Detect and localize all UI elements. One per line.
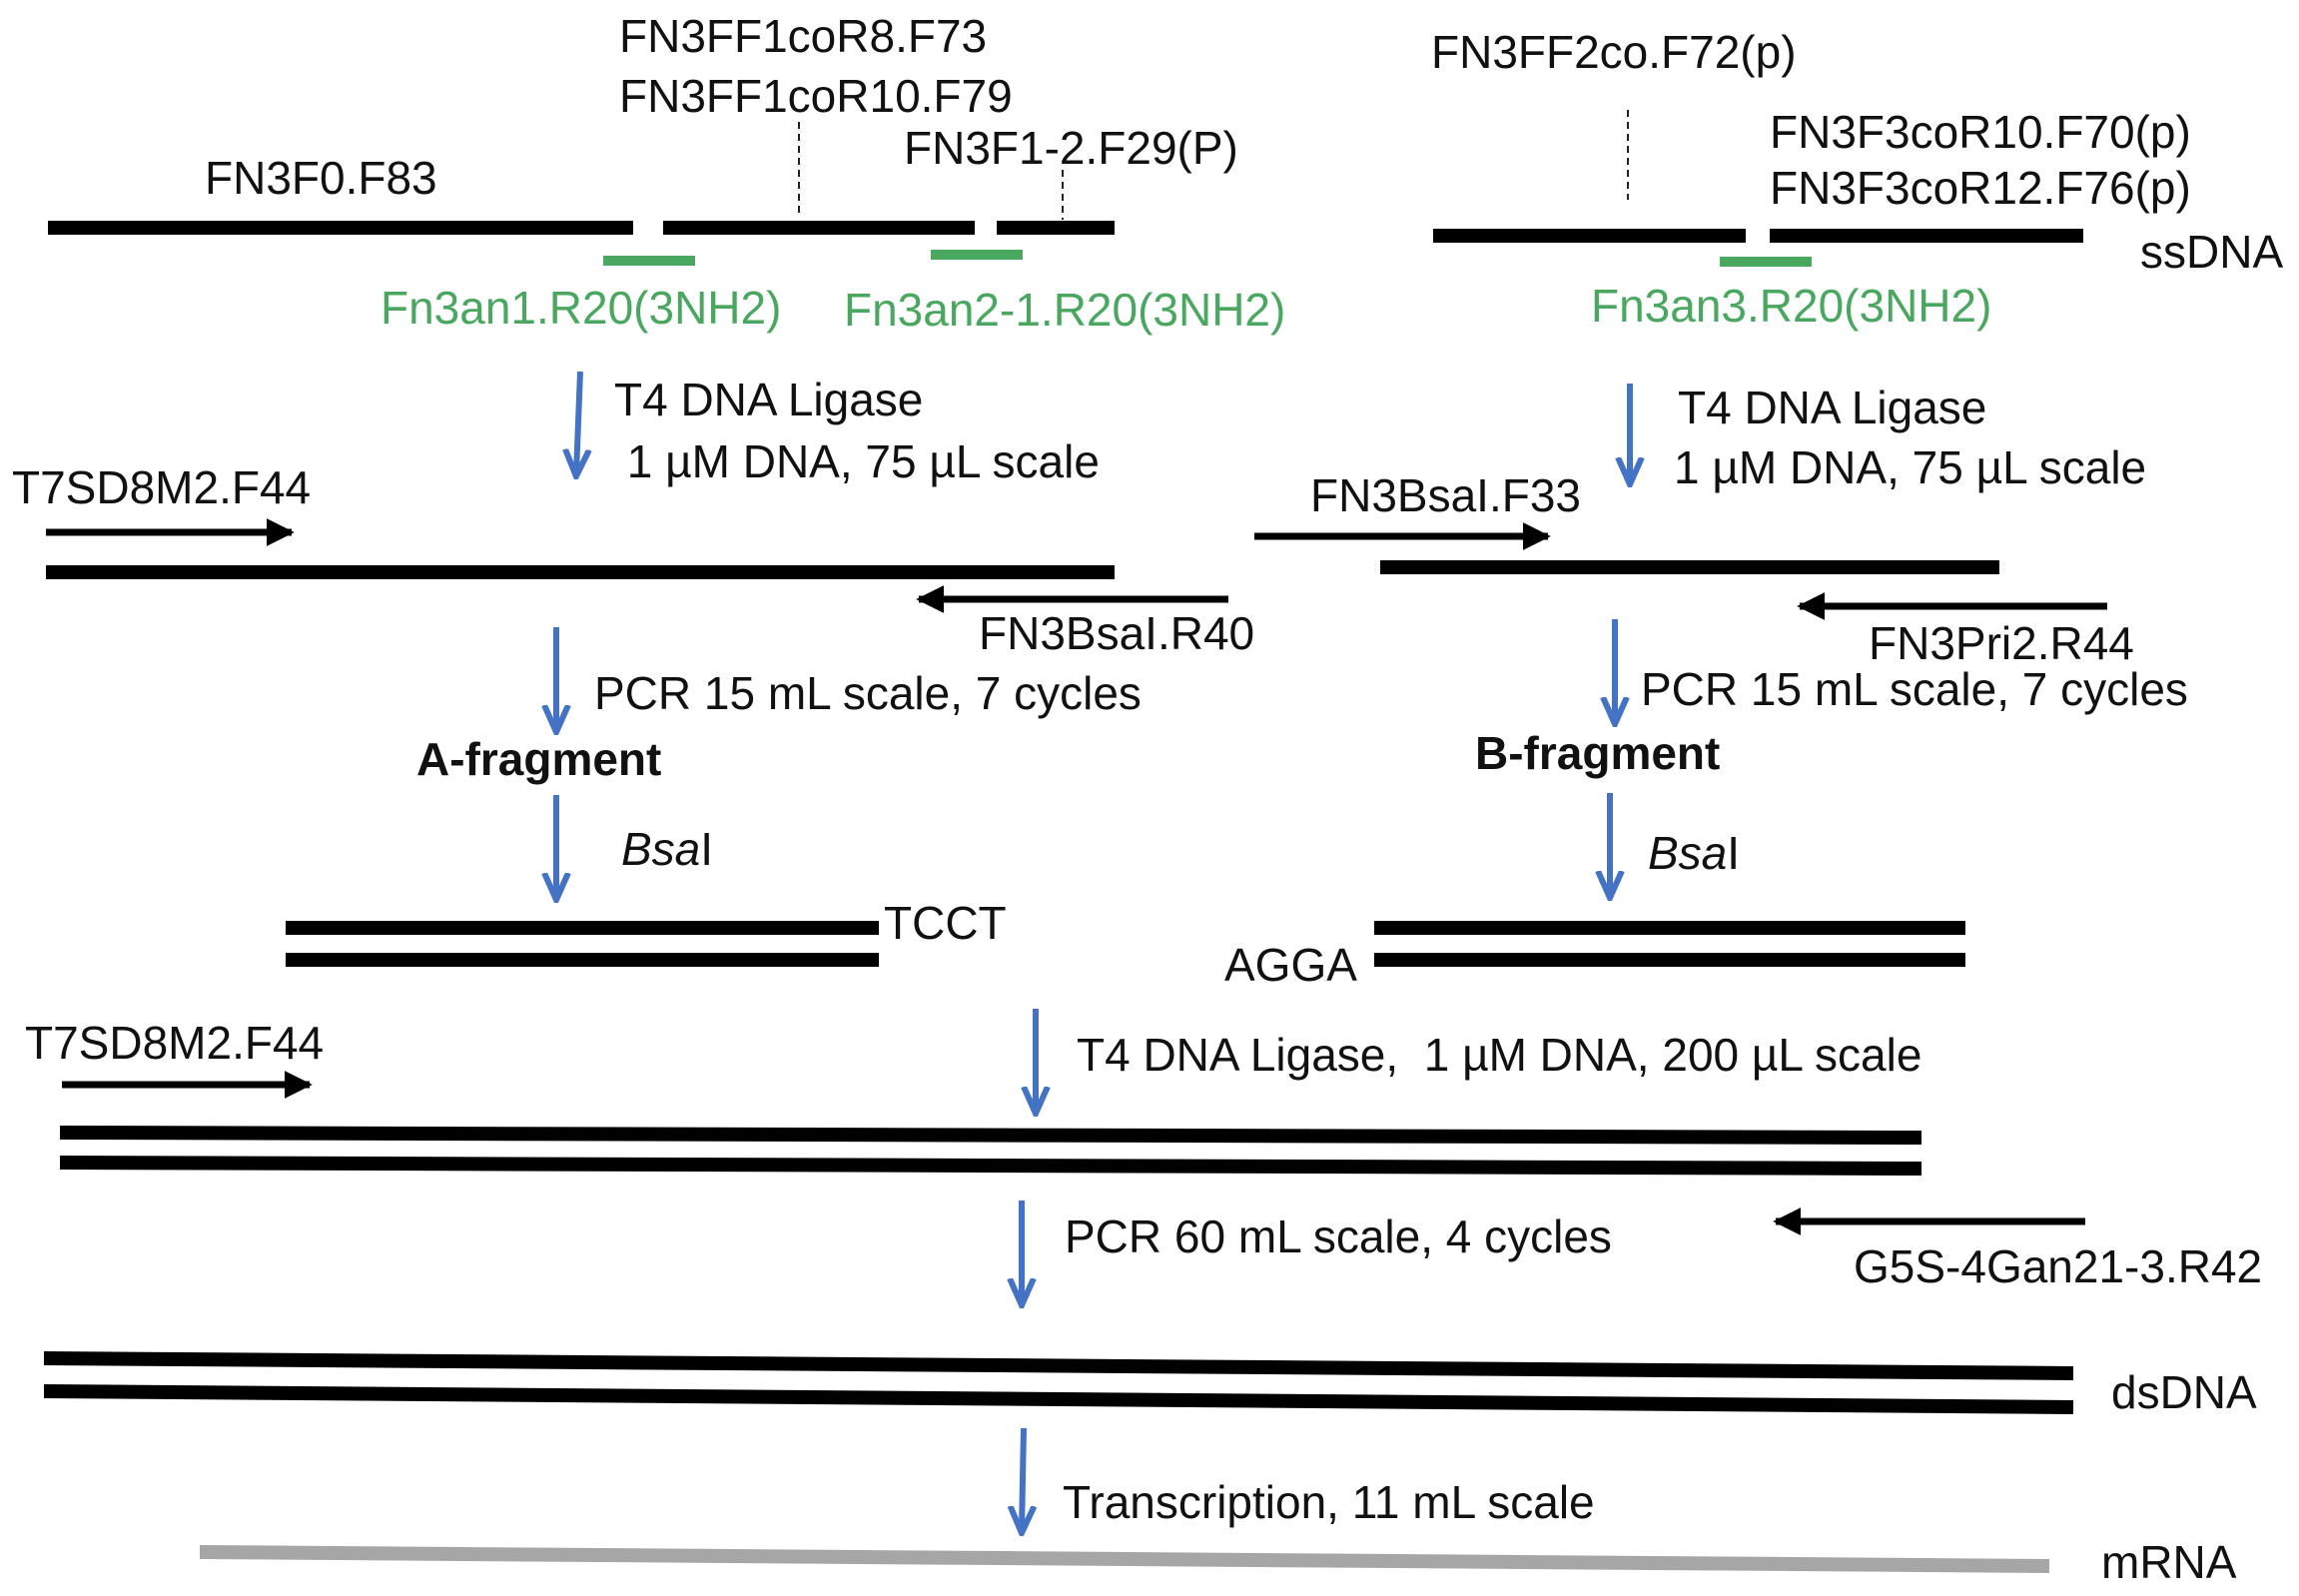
label-splint-1: Fn3an1.R20(3NH2) (381, 282, 781, 334)
enzyme-suffix-b: I (1727, 827, 1740, 879)
label-fn3f1-2: FN3F1-2.F29(P) (904, 122, 1238, 174)
final-ligation-conditions: T4 DNA Ligase, 1 µM DNA, 200 µL scale (1077, 1029, 1921, 1081)
label-fn3pri2-r44: FN3Pri2.R44 (1869, 617, 2134, 669)
ligation-a-line2: 1 µM DNA, 75 µL scale (614, 435, 1100, 487)
label-splint-2: Fn3an2-1.R20(3NH2) (844, 284, 1285, 336)
transcription-conditions: Transcription, 11 mL scale (1063, 1476, 1595, 1528)
ligation-a-line1: T4 DNA Ligase (614, 374, 923, 425)
ligation-b-line1: T4 DNA Ligase (1678, 382, 1986, 433)
enzyme-label-a: BsaI (621, 823, 713, 875)
overhang-a: TCCT (884, 897, 1007, 949)
dsdna-top-strand (43, 1351, 2074, 1380)
enzyme-italic-b: Bsa (1648, 827, 1727, 879)
ligation-b-line2: 1 µM DNA, 75 µL scale (1674, 441, 2146, 493)
digest-section-a: BsaI TCCT (286, 795, 1007, 967)
label-t7sd8m2-final: T7SD8M2.F44 (25, 1017, 324, 1069)
final-pcr-section: PCR 60 mL scale, 4 cycles G5S-4Gan21-3.R… (43, 1200, 2262, 1418)
label-fn3f3cor10: FN3F3coR10.F70(p) (1770, 106, 2191, 158)
step-arrow-ligation-a (576, 371, 580, 473)
label-splint-3: Fn3an3.R20(3NH2) (1591, 280, 1991, 332)
label-t7sd8m2-a: T7SD8M2.F44 (12, 461, 311, 513)
label-dsdna: dsDNA (2111, 1366, 2257, 1418)
transcription-section: Transcription, 11 mL scale mRNA (199, 1427, 2237, 1588)
final-pcr-conditions: PCR 60 mL scale, 4 cycles (1065, 1210, 1612, 1262)
label-fn3ff1cor8: FN3FF1coR8.F73 (619, 10, 987, 62)
enzyme-label-b: BsaI (1648, 827, 1740, 879)
label-fn3f0: FN3F0.F83 (205, 152, 437, 204)
ligated-full-top-strand (59, 1126, 1922, 1145)
ligation-step-b: T4 DNA Ligase 1 µM DNA, 75 µL scale (1630, 382, 2146, 493)
overhang-b: AGGA (1224, 939, 1357, 991)
label-mrna: mRNA (2101, 1536, 2237, 1588)
enzyme-italic-a: Bsa (621, 823, 700, 875)
pcr-a-section: T7SD8M2.F44 FN3BsaI.R40 PCR 15 mL scale,… (12, 461, 1254, 785)
ligated-full-bottom-strand (59, 1156, 1922, 1176)
label-fn3bsai-f33: FN3BsaI.F33 (1310, 469, 1581, 521)
mrna-strand (199, 1545, 2050, 1573)
label-fn3bsai-r40: FN3BsaI.R40 (979, 607, 1254, 659)
enzyme-suffix-a: I (700, 823, 713, 875)
final-ligation-section: T4 DNA Ligase, 1 µM DNA, 200 µL scale T7… (25, 1009, 1922, 1176)
label-g5s-4gan21: G5S-4Gan21-3.R42 (1854, 1240, 2262, 1292)
ligation-step-a: T4 DNA Ligase 1 µM DNA, 75 µL scale (576, 371, 1100, 487)
label-fn3f3cor12: FN3F3coR12.F76(p) (1770, 162, 2191, 214)
digest-section-b: BsaI AGGA (1224, 793, 1965, 991)
pcr-b-conditions: PCR 15 mL scale, 7 cycles (1641, 663, 2188, 715)
top-left-oligo-assembly: FN3F0.F83 FN3FF1coR8.F73 FN3FF1coR10.F79… (48, 10, 1285, 336)
label-ssdna: ssDNA (2140, 226, 2283, 278)
pcr-b-section: FN3BsaI.F33 FN3Pri2.R44 PCR 15 mL scale,… (1254, 469, 2188, 779)
step-arrow-transcription (1022, 1427, 1024, 1530)
label-fn3ff2: FN3FF2co.F72(p) (1431, 26, 1797, 78)
top-right-oligo-assembly: FN3FF2co.F72(p) FN3F3coR10.F70(p) FN3F3c… (1431, 26, 2283, 332)
pcr-a-conditions: PCR 15 mL scale, 7 cycles (594, 667, 1142, 719)
label-a-fragment: A-fragment (416, 733, 661, 785)
label-b-fragment: B-fragment (1475, 727, 1720, 779)
dsdna-bottom-strand (43, 1384, 2074, 1414)
label-fn3ff1cor10: FN3FF1coR10.F79 (619, 70, 1013, 122)
